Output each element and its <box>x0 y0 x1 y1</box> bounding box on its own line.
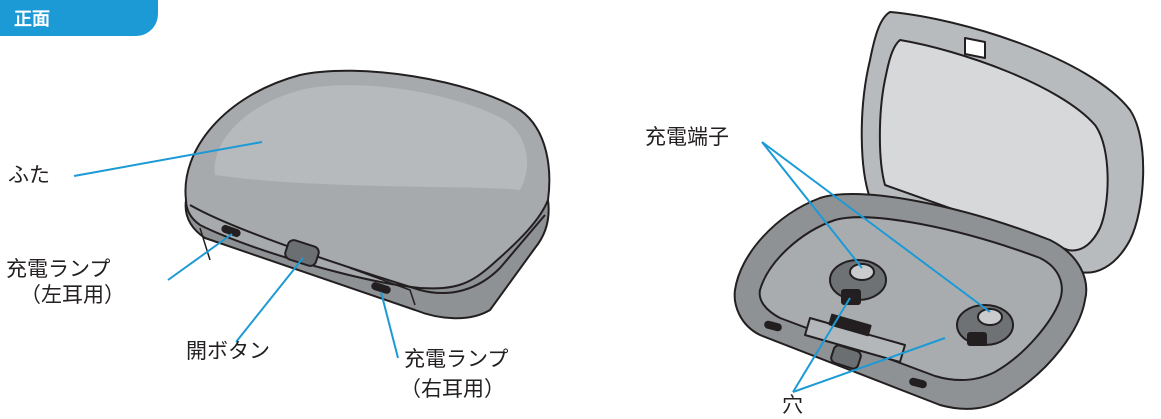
open-case <box>733 11 1145 410</box>
leader-hole-right <box>792 337 946 393</box>
open-button-label: 開ボタン <box>186 339 270 363</box>
leader-left-lamp <box>167 233 233 281</box>
charge-lamp-right-label-line2: （右耳用） <box>400 377 505 401</box>
leader-lines <box>73 141 991 393</box>
hole-label: 穴 <box>782 393 803 417</box>
leader-open-button <box>235 257 304 343</box>
lid-label: ふた <box>8 163 50 187</box>
leader-terminal-right <box>761 141 991 313</box>
closed-case <box>184 69 551 320</box>
charge-lamp-left-label-line2: （左耳用） <box>20 283 125 307</box>
left-charge-lamp <box>221 224 241 238</box>
leader-lid <box>73 141 263 177</box>
charge-terminal-label: 充電端子 <box>645 125 729 149</box>
section-tab: 正面 <box>0 0 158 36</box>
charge-lamp-left-label-line1: 充電ランプ <box>6 257 111 281</box>
right-charge-lamp <box>371 282 391 294</box>
leader-terminal-left <box>761 141 863 269</box>
charge-lamp-right-label-line1: 充電ランプ <box>404 347 509 371</box>
leader-hole-left <box>792 297 851 393</box>
leader-right-lamp <box>380 291 399 359</box>
